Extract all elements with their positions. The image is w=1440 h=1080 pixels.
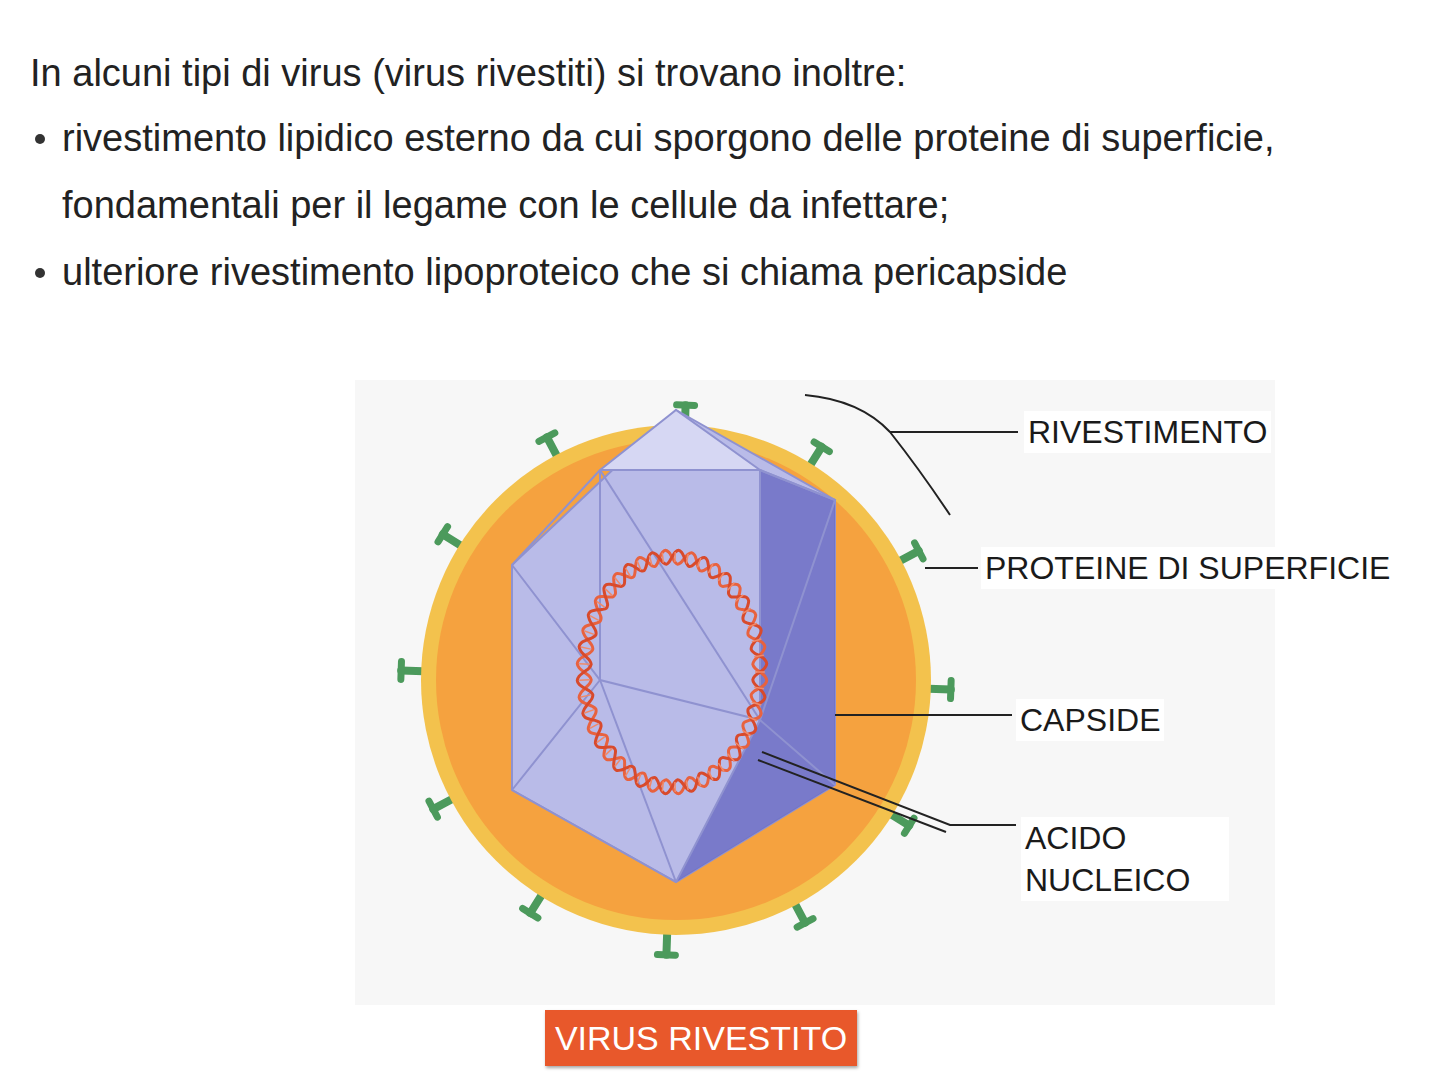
bracket xyxy=(805,395,950,515)
nucleic-acid xyxy=(577,550,767,793)
capsid xyxy=(512,410,835,882)
bullet-text: ulteriore rivestimento lipoproteico che … xyxy=(62,239,1402,306)
part-label: RIVESTIMENTO xyxy=(1024,411,1271,453)
figure-ground xyxy=(355,380,1275,1005)
surface-proteins xyxy=(401,405,951,955)
part-label: PROTEINE DI SUPERFICIE xyxy=(981,547,1394,589)
leader-lines xyxy=(758,395,1018,832)
bullet-dot xyxy=(35,134,45,144)
figure-caption: VIRUS RIVESTITO xyxy=(545,1010,857,1066)
bullet-dot xyxy=(35,268,45,278)
slide-heading: In alcuni tipi di virus (virus rivestiti… xyxy=(30,48,1410,98)
part-label: CAPSIDE xyxy=(1016,699,1164,741)
part-label: ACIDO NUCLEICO xyxy=(1021,817,1229,901)
bullet-text: rivestimento lipidico esterno da cui spo… xyxy=(62,105,1402,239)
